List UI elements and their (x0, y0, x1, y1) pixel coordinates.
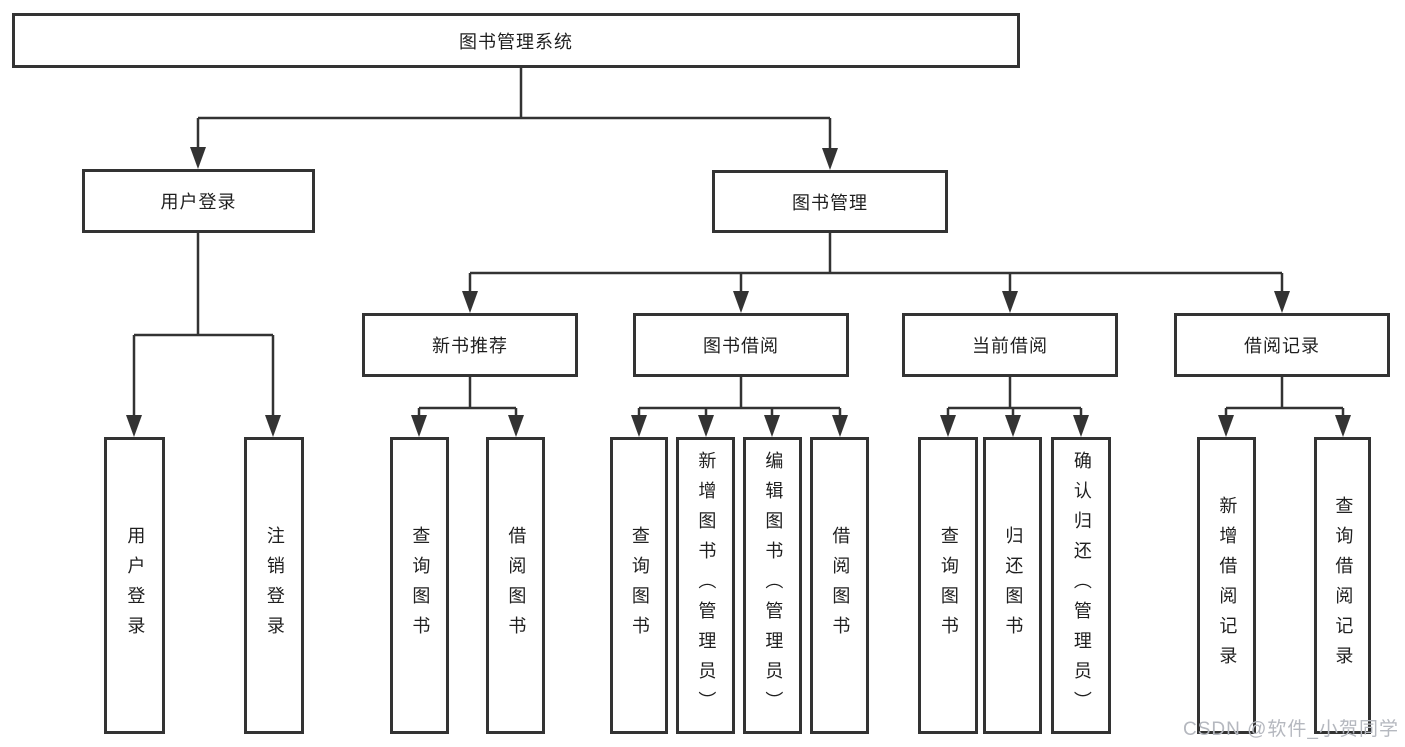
leaf-query-borrow-record: 查询借阅记录 (1314, 437, 1371, 734)
node-user-login: 用户登录 (82, 169, 315, 233)
leaf-user-login: 用户登录 (104, 437, 165, 734)
leaf-query-borrow-record-label: 查询借阅记录 (1333, 495, 1354, 676)
leaf-edit-book-admin-label: 编辑图书（管理员） (763, 450, 784, 721)
leaf-add-book-admin-label: 新增图书（管理员） (696, 450, 717, 721)
leaf-add-book-admin: 新增图书（管理员） (676, 437, 735, 734)
leaf-confirm-return-admin-label: 确认归还（管理员） (1071, 450, 1092, 721)
csdn-watermark: CSDN @软件_小贺同学 (1183, 719, 1399, 740)
leaf-add-borrow-record-label: 新增借阅记录 (1217, 495, 1238, 676)
leaf-newrec-borrow-book: 借阅图书 (486, 437, 545, 734)
leaf-logout-label: 注销登录 (264, 525, 285, 646)
node-book-borrow-label: 图书借阅 (703, 336, 779, 356)
leaf-edit-book-admin: 编辑图书（管理员） (743, 437, 802, 734)
node-book-borrow: 图书借阅 (633, 313, 849, 377)
leaf-newrec-query-book-label: 查询图书 (410, 525, 431, 646)
node-current-borrow-label: 当前借阅 (972, 336, 1048, 356)
node-root: 图书管理系统 (12, 13, 1020, 68)
node-borrow-records-label: 借阅记录 (1244, 336, 1320, 356)
leaf-newrec-borrow-book-label: 借阅图书 (506, 525, 527, 646)
node-book-management-label: 图书管理 (792, 192, 868, 213)
node-book-management: 图书管理 (712, 170, 948, 233)
node-root-label: 图书管理系统 (459, 31, 573, 52)
leaf-newrec-query-book: 查询图书 (390, 437, 449, 734)
leaf-borrow-book-label: 借阅图书 (830, 525, 851, 646)
leaf-borrow-book: 借阅图书 (810, 437, 869, 734)
leaf-borrow-query-book: 查询图书 (610, 437, 668, 734)
node-new-book-recommend: 新书推荐 (362, 313, 578, 377)
node-user-login-label: 用户登录 (160, 192, 237, 212)
leaf-add-borrow-record: 新增借阅记录 (1197, 437, 1256, 734)
leaf-current-query-book-label: 查询图书 (938, 525, 959, 646)
leaf-current-query-book: 查询图书 (918, 437, 978, 734)
leaf-logout: 注销登录 (244, 437, 304, 734)
node-new-book-recommend-label: 新书推荐 (432, 336, 508, 356)
node-borrow-records: 借阅记录 (1174, 313, 1390, 377)
leaf-borrow-query-book-label: 查询图书 (629, 525, 650, 646)
leaf-user-login-label: 用户登录 (125, 525, 146, 646)
leaf-confirm-return-admin: 确认归还（管理员） (1051, 437, 1111, 734)
leaf-return-book-label: 归还图书 (1003, 525, 1024, 646)
node-current-borrow: 当前借阅 (902, 313, 1118, 377)
leaf-return-book: 归还图书 (983, 437, 1042, 734)
